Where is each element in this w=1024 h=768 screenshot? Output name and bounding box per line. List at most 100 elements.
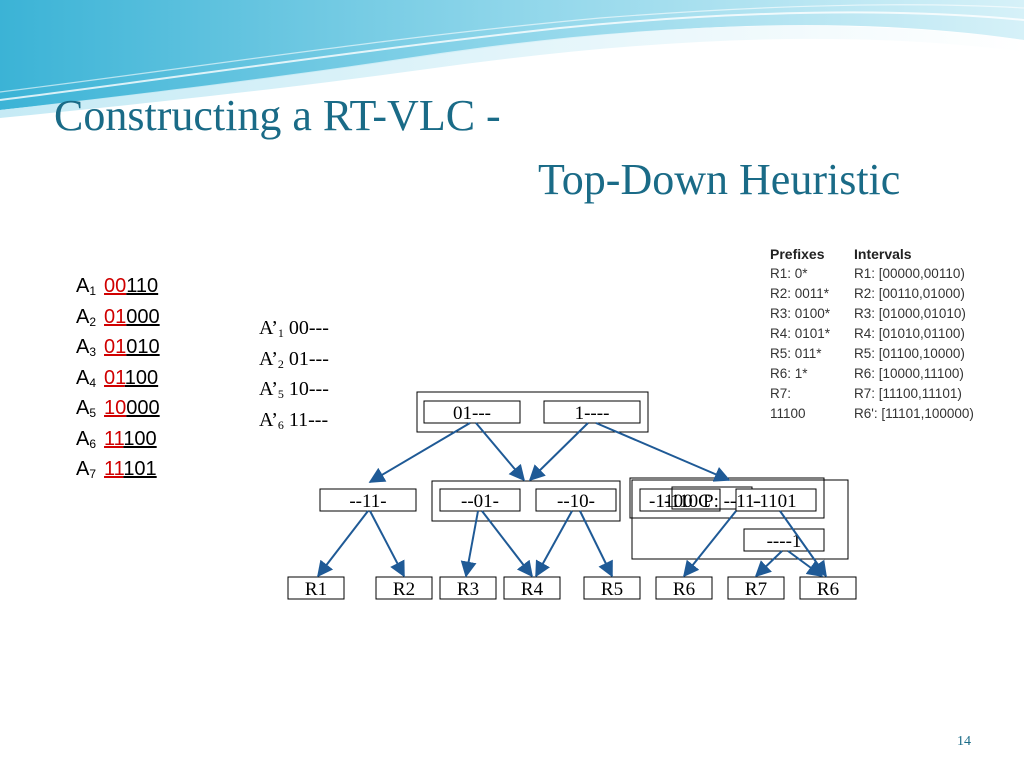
reduced-action-row: A’6 11--- [259,405,329,436]
edge-arrow [475,422,526,482]
prefix-cell: R2: 0011* [770,286,830,301]
node-label: -1101 [753,491,797,512]
prefix-cell: R5: 011* [770,346,822,361]
leaf-label: R2 [393,579,415,600]
action-subscript: 2 [89,314,97,329]
action-prefix: 01 [104,336,127,358]
node-box [439,488,521,512]
action-label: A [76,397,90,419]
action-suffix: 000 [126,305,160,328]
node-label: 1---- [575,403,610,424]
edge-arrow [579,510,613,578]
page-number: 14 [957,734,971,749]
action-prefix: 01 [104,305,127,328]
action-label: A [76,427,90,450]
reduced-action-code: 11--- [288,408,329,431]
reduced-action-subscript: 5 [277,387,284,401]
interval-cell: R3: [01000,01010) [854,306,966,321]
action-suffix: 101 [123,458,157,480]
action-subscript: 5 [89,406,97,420]
node-box [735,488,817,512]
node-label: --11- [349,491,386,512]
action-suffix: 100 [123,427,157,450]
leaf-label: R6 [817,579,839,600]
edge-arrow [368,422,471,483]
action-prefix: 11 [104,458,124,480]
action-suffix: 000 [126,397,160,419]
reduced-action-subscript: 6 [277,417,284,432]
node-label: --10- [557,491,595,512]
node-label: 01--- [453,403,491,424]
interval-cell: R6: [10000,11100) [854,366,964,381]
interval-cell: R6': [11101,100000) [854,406,974,421]
prefix-interval-table: Prefixes R1: 0* R2: 0011* R3: 0100* R4: … [762,240,998,428]
action-row: A2 01000 [76,302,160,333]
slide-title-line2: Top-Down Heuristic [538,155,901,204]
node-box [639,488,721,512]
leaf-box [799,576,857,600]
action-subscript: 3 [89,345,97,359]
edge-arrow [317,510,369,578]
node-label: --01- [461,491,499,512]
intervals-header: Intervals [854,246,912,262]
reduced-action-label: A’ [259,378,278,400]
reduced-action-row: A’5 10--- [259,374,329,405]
action-label: A [76,336,90,358]
node-box [535,488,617,512]
action-suffix: 110 [126,275,159,297]
action-label: A [76,458,90,480]
prefix-cell: R3: 0100* [770,306,831,321]
edge-arrow [595,422,731,482]
prefixes-column: Prefixes R1: 0* R2: 0011* R3: 0100* R4: … [770,246,830,424]
leaf-label: R3 [457,579,479,600]
action-subscript: 6 [89,436,97,451]
edge-arrow [460,510,479,578]
edge-arrow [481,510,533,578]
edge-arrow [535,510,573,578]
node-box [423,400,521,424]
interval-cell: R2: [00110,01000) [854,286,965,301]
reduced-action-code: 00--- [288,317,329,339]
reduced-action-code: 10--- [288,378,329,400]
edge-arrow [787,550,824,577]
leaf-label: R5 [601,579,623,600]
reduced-action-list: A’1 00--- A’2 01--- A’5 10--- A’6 11--- [259,313,329,435]
reduced-action-subscript: 1 [277,326,284,340]
root-group-box [416,391,649,433]
prefix-cell: R4: 0101* [770,326,831,341]
action-row: A3 01010 [76,332,160,363]
action-label: A [76,275,90,297]
header-wave-decoration [0,0,1024,118]
action-subscript: 7 [89,467,97,481]
edge-arrow [754,550,783,578]
reduced-action-code: 01--- [288,347,329,370]
prefix-cell: 11100 [770,406,806,421]
prefix-cell: R1: 0* [770,266,808,281]
action-label: A [76,305,90,328]
action-suffix: 010 [126,336,160,358]
reduced-action-row: A’1 00--- [259,313,329,344]
node-label: -1100 [649,491,693,512]
intervals-column: Intervals R1: [00000,00110) R2: [00110,0… [854,246,974,424]
action-suffix: 100 [124,366,159,389]
reduced-action-row: A’2 01--- [259,344,329,375]
edge-arrow [683,510,737,578]
node-label: ----1 [767,531,802,552]
interval-cell: R4: [01010,01100) [854,326,965,341]
prefixes-header: Prefixes [770,246,825,262]
prefix-cell: R7: [770,386,792,401]
edge-arrow [369,510,405,578]
node-label: P: --11- [703,491,761,512]
reduced-action-label: A’ [259,347,278,370]
reduced-action-label: A’ [259,317,278,339]
interval-cell: R1: [00000,00110) [854,266,965,281]
action-subscript: 1 [89,284,97,298]
action-prefix: 11 [104,427,124,450]
action-prefix: 01 [104,366,125,389]
action-label: A [76,366,90,389]
interval-cell: R5: [01100,10000) [854,346,965,361]
prefix-cell: R6: 1* [770,366,808,381]
